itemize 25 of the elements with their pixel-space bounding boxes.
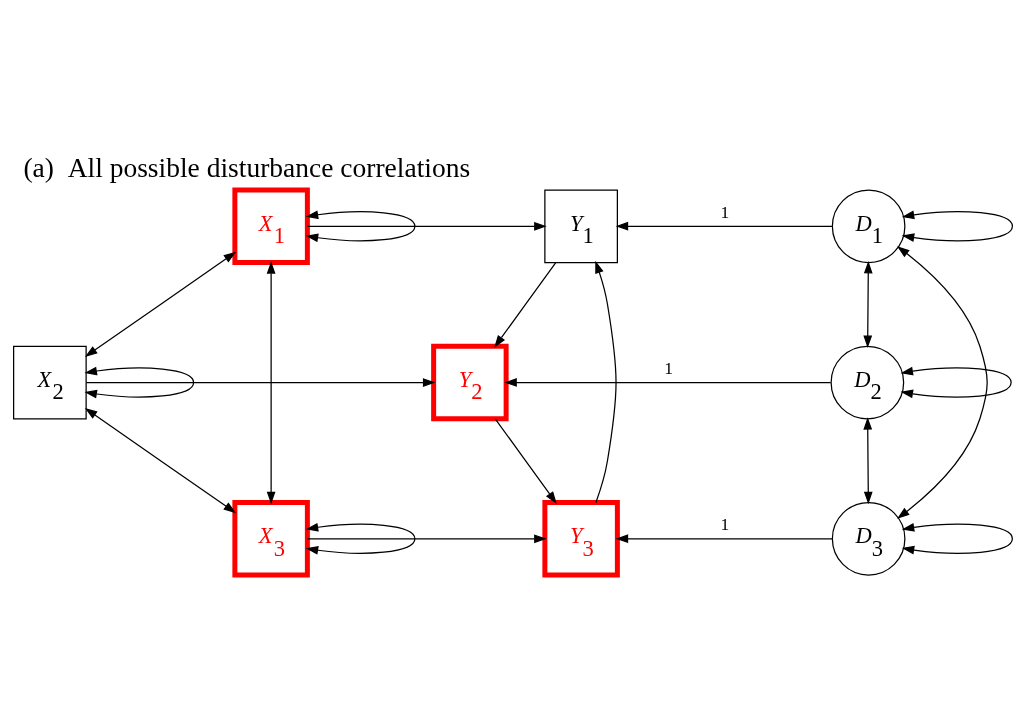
arrow: [863, 260, 873, 349]
edge-label: 1: [720, 514, 730, 535]
arrow: [901, 210, 1013, 242]
arrow: [494, 418, 557, 504]
arrow: [305, 522, 416, 555]
arrow: [306, 534, 547, 544]
arrow: [84, 366, 195, 399]
arrow: [305, 210, 416, 243]
arrow: [494, 262, 557, 348]
arrow: [901, 523, 1013, 555]
arrow: [266, 261, 276, 505]
arrow: [900, 366, 1012, 399]
arrow: [84, 251, 237, 357]
arrow: [863, 417, 873, 505]
edge-label: 1: [720, 201, 730, 222]
arrow: [85, 378, 436, 387]
arrow: [504, 378, 832, 387]
arrow: [595, 260, 617, 504]
edge-label: 1: [664, 358, 673, 378]
arrow: [306, 221, 547, 231]
arrow: [615, 534, 833, 544]
diagram-title: (a) All possible disturbance correlations: [23, 152, 471, 183]
arrow: [615, 221, 833, 231]
arrow: [897, 246, 988, 519]
arrow: [84, 408, 237, 514]
